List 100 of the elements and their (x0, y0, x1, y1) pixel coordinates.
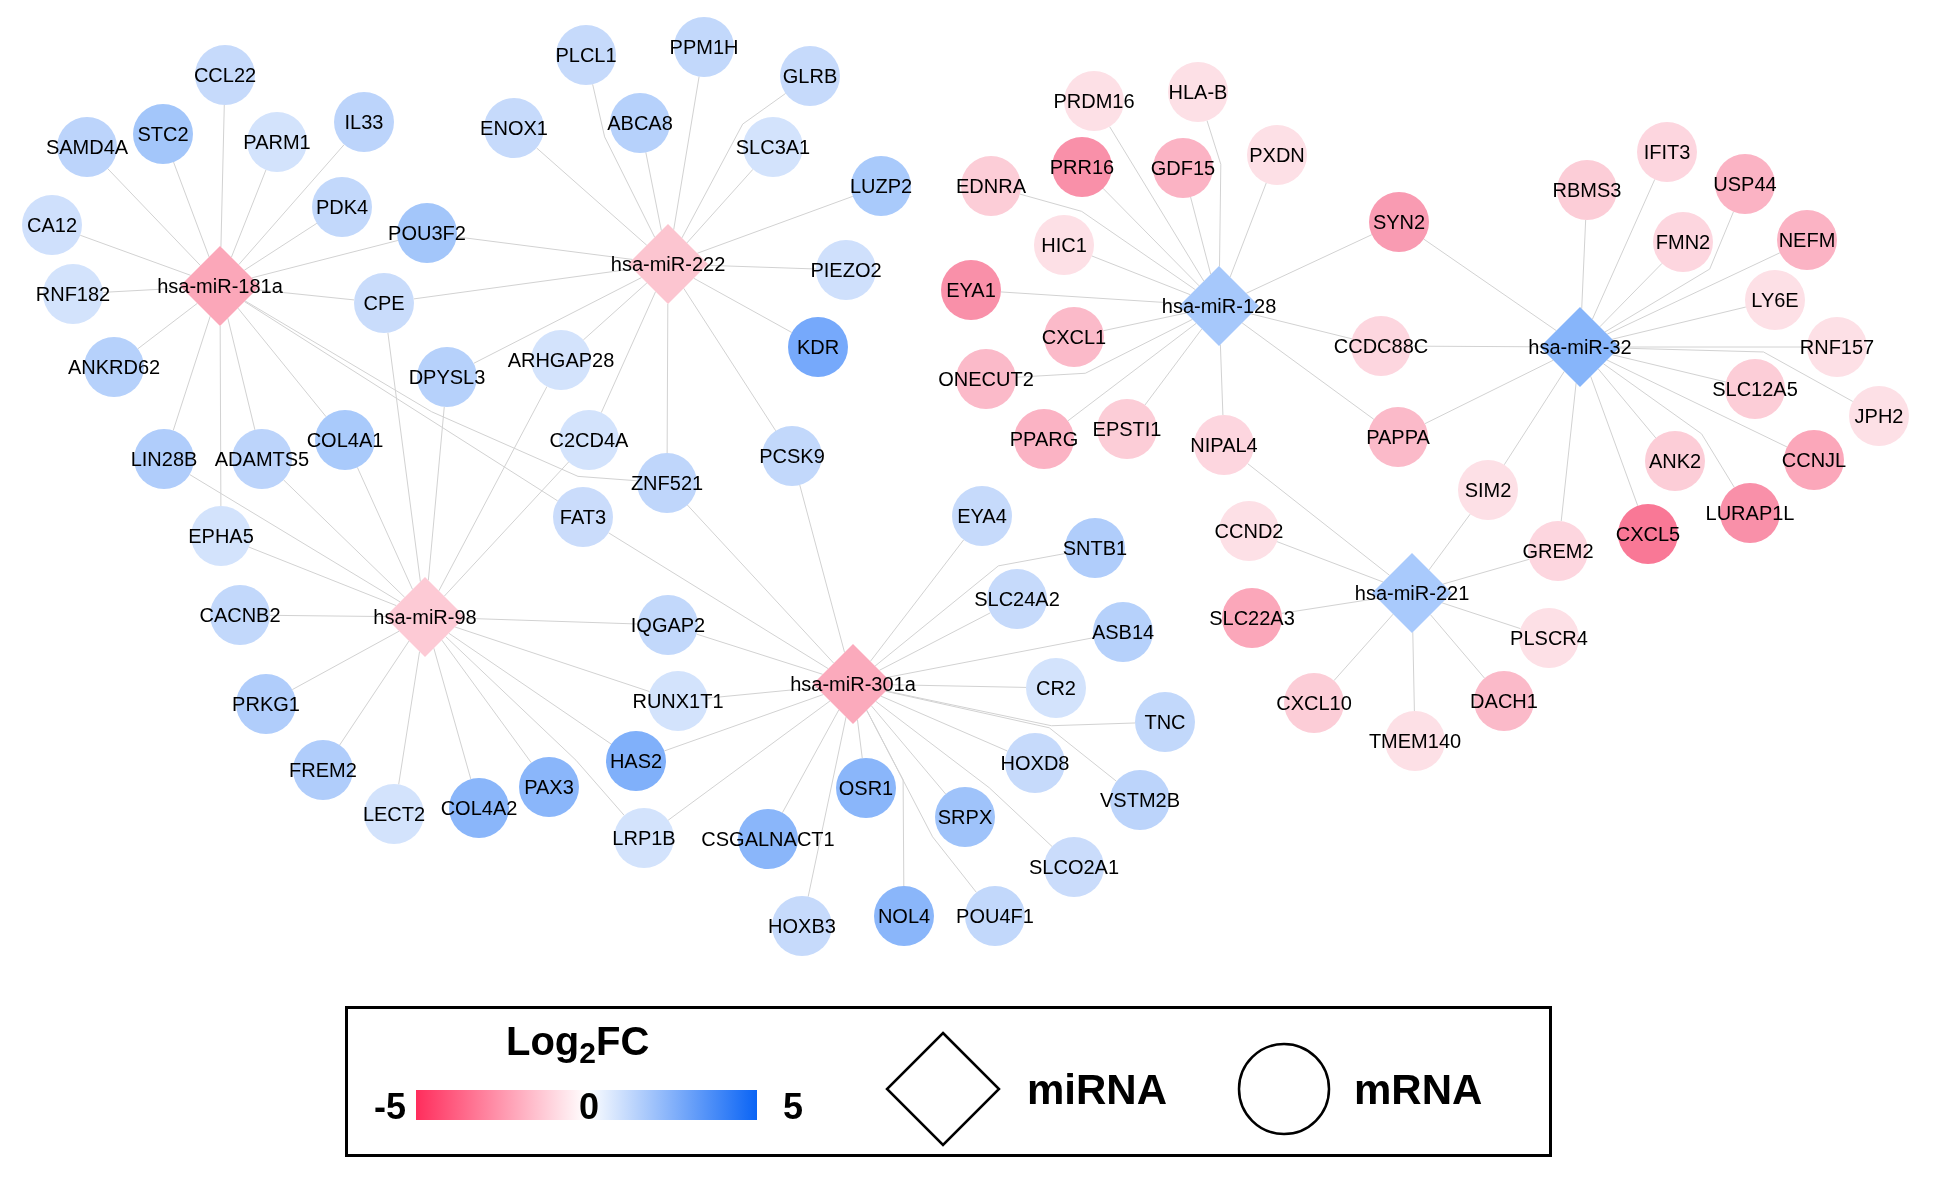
scale-label: 0 (579, 1089, 600, 1125)
interaction-line (696, 195, 854, 254)
interaction-line (1412, 631, 1415, 712)
interaction-line (686, 504, 835, 664)
gene-label: EDNRA (956, 176, 1026, 196)
interaction-line (1102, 312, 1187, 332)
interaction-line (1241, 322, 1375, 420)
gene-label: TMEM140 (1368, 731, 1462, 751)
gene-label: CSGALNACT1 (701, 829, 835, 849)
interaction-line (1206, 120, 1222, 267)
interaction-line (172, 315, 211, 431)
interaction-line (230, 169, 267, 258)
gene-label: FAT3 (559, 507, 607, 527)
interaction-line (237, 307, 327, 418)
gene-label: CCND2 (1214, 521, 1284, 541)
interaction-line (1276, 541, 1384, 583)
gene-label: HOXB3 (768, 916, 836, 936)
gene-label: GREM2 (1522, 541, 1594, 561)
interaction-line (433, 647, 472, 780)
mirna-label: hsa-miR-128 (1161, 296, 1277, 316)
interaction-line (681, 92, 787, 239)
gene-label: SAMD4A (45, 137, 129, 157)
interaction-line (1410, 345, 1541, 348)
interaction-line (1604, 211, 1734, 333)
interaction-line (454, 626, 651, 693)
gene-label: ZNF521 (630, 473, 704, 493)
interaction-line (667, 700, 831, 821)
gene-label: HIC1 (1041, 235, 1087, 255)
gene-label: CR2 (1036, 678, 1076, 698)
interaction-line (886, 637, 1095, 679)
interaction-line (291, 630, 400, 691)
gene-label: PAPPA (1366, 427, 1430, 447)
gene-label: IL33 (344, 112, 384, 132)
gene-label: NEFM (1778, 230, 1836, 250)
interaction-line (238, 144, 345, 266)
gene-label: RBMS3 (1552, 180, 1622, 200)
interaction-line (448, 632, 612, 745)
interaction-line (693, 277, 793, 333)
gene-label: SNTB1 (1062, 538, 1128, 558)
gene-label: USP44 (1713, 174, 1777, 194)
interaction-line (880, 695, 1008, 752)
gene-label: EYA4 (957, 506, 1007, 526)
gene-label: PRKG1 (232, 694, 300, 714)
gene-label: EPSTI1 (1092, 419, 1162, 439)
interaction-line (1102, 187, 1200, 287)
gene-label: FREM2 (289, 760, 357, 780)
interaction-line (1606, 359, 1788, 448)
interaction-line (856, 719, 863, 759)
gene-label: ENOX1 (480, 118, 548, 138)
gene-label: SLC22A3 (1209, 608, 1295, 628)
interaction-line (463, 617, 639, 625)
interaction-line (891, 684, 1027, 688)
interaction-line (107, 168, 201, 267)
interaction-line (1503, 370, 1565, 466)
gene-label: PLSCR4 (1510, 628, 1588, 648)
interaction-line (339, 640, 410, 746)
interaction-line (1599, 262, 1663, 328)
gene-label: RUNX1T1 (632, 691, 724, 711)
gene-label: KDR (796, 337, 840, 357)
gene-label: PRR16 (1049, 157, 1115, 177)
gene-label: RNF157 (1799, 337, 1875, 357)
gene-label: PXDN (1249, 145, 1305, 165)
gene-label: SLC3A1 (735, 137, 811, 157)
gene-label: TNC (1144, 712, 1186, 732)
interaction-line (456, 236, 634, 260)
gene-label: ADAMTS5 (214, 449, 310, 469)
interaction-line (398, 651, 421, 785)
gene-label: ONECUT2 (938, 369, 1034, 389)
mirna-label: hsa-miR-301a (790, 674, 916, 694)
gene-label: DPYSL3 (408, 367, 486, 387)
interaction-line (283, 479, 406, 598)
interaction-line (220, 104, 225, 248)
interaction-line (1229, 182, 1267, 278)
gene-label: ANKRD62 (67, 357, 161, 377)
interaction-line (869, 539, 965, 662)
interaction-line (1591, 178, 1656, 320)
mirna-label: hsa-miR-221 (1354, 583, 1470, 603)
interaction-line (1219, 344, 1224, 416)
gene-label: LIN28B (130, 449, 198, 469)
interaction-line (707, 687, 818, 699)
gene-label: HLA-B (1168, 82, 1228, 102)
interaction-line (438, 386, 548, 592)
interaction-line (866, 709, 977, 893)
gene-label: CPE (363, 293, 405, 313)
interaction-line (189, 474, 401, 603)
interaction-line (600, 291, 657, 414)
interaction-line (799, 484, 846, 653)
gene-label: CACNB2 (199, 605, 281, 625)
interaction-line (244, 300, 638, 482)
gene-label: SLCO2A1 (1028, 857, 1120, 877)
interaction-line (1441, 602, 1521, 630)
gene-label: PIEZO2 (810, 260, 882, 280)
interaction-line (1581, 219, 1587, 310)
interaction-line (1611, 306, 1747, 340)
interaction-line (1015, 318, 1193, 378)
gene-label: POU4F1 (956, 906, 1034, 926)
gene-label: GLRB (782, 66, 838, 86)
interaction-line (1611, 354, 1727, 383)
gene-label: PARM1 (243, 132, 311, 152)
gene-label: CXCL5 (1615, 524, 1681, 544)
